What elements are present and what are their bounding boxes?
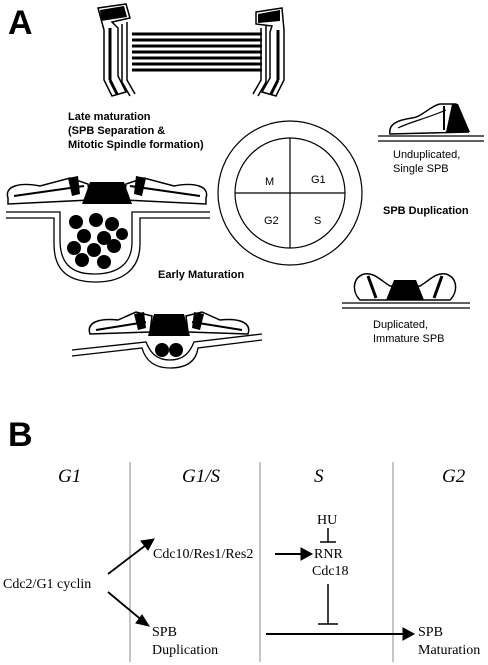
- spindle-spb-illustration: [97, 3, 285, 97]
- spb-duplication-b-line2: Duplication: [152, 643, 219, 658]
- column-g1s-header: G1/S: [182, 466, 220, 487]
- duplicated-label-line2: Immature SPB: [373, 333, 445, 345]
- spb-maturation-line2: Maturation: [418, 643, 481, 658]
- early-maturation-spb-illustration: [6, 176, 210, 283]
- column-s-header: S: [314, 466, 324, 487]
- cdc2-g1-cyclin-label: Cdc2/G1 cyclin: [3, 577, 92, 592]
- spb-maturation-line1: SPB: [418, 625, 443, 640]
- late-maturation-label-line1: Late maturation: [68, 111, 151, 123]
- early-maturation-label: Early Maturation: [158, 269, 245, 281]
- panel-b-column-dividers: [129, 462, 394, 662]
- unduplicated-label-line1: Unduplicated,: [393, 149, 461, 161]
- unduplicated-label-line2: Single SPB: [393, 163, 449, 175]
- panel-b-arrows: [107, 528, 416, 641]
- panel-a-letter: A: [8, 4, 33, 42]
- late-maturation-label-line2: (SPB Separation &: [68, 125, 166, 137]
- late-maturation-label-line3: Mitotic Spindle formation): [68, 139, 204, 151]
- rnr-label: RNR: [314, 547, 343, 562]
- spb-duplication-b-line1: SPB: [152, 625, 177, 640]
- column-g2-header: G2: [442, 466, 466, 487]
- phase-s-label: S: [314, 215, 322, 227]
- cell-cycle-wheel: [217, 120, 363, 266]
- unduplicated-spb-illustration: [378, 103, 484, 142]
- late-g2-spb-illustration: [71, 311, 263, 369]
- phase-g2-label: G2: [264, 215, 279, 227]
- duplicated-spb-illustration: [342, 272, 470, 309]
- phase-g1-label: G1: [311, 174, 326, 186]
- column-g1-header: G1: [58, 466, 82, 487]
- spb-duplication-label: SPB Duplication: [383, 205, 469, 217]
- panel-b-letter: B: [8, 416, 33, 454]
- phase-m-label: M: [265, 176, 275, 188]
- cdc10-res1-res2-label: Cdc10/Res1/Res2: [153, 547, 254, 562]
- duplicated-label-line1: Duplicated,: [373, 319, 429, 331]
- cdc18-label: Cdc18: [312, 564, 349, 579]
- hu-label: HU: [317, 513, 338, 528]
